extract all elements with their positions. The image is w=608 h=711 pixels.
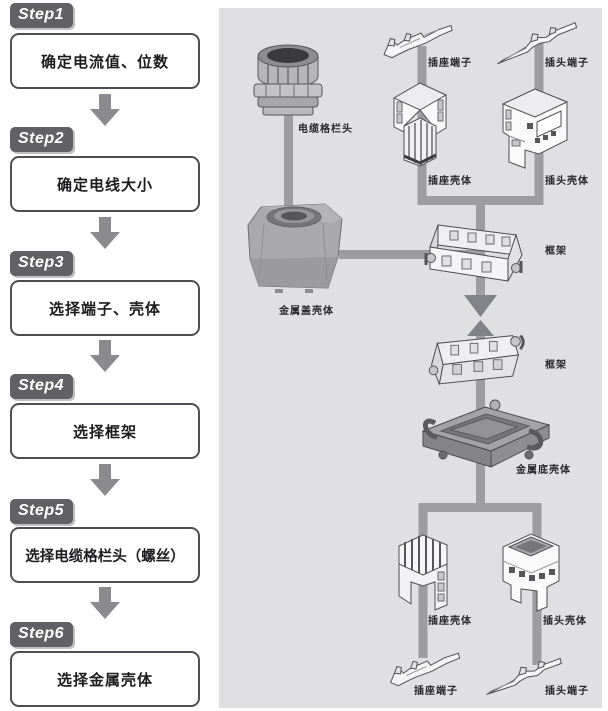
cover-housing-label: 金属盖壳体 bbox=[279, 306, 334, 317]
step3-badge: Step3 bbox=[10, 251, 74, 276]
down-arrow-icon bbox=[90, 587, 120, 619]
step5-box: 选择电缆格栏头（螺丝） bbox=[10, 527, 200, 583]
converge-down-arrow-icon bbox=[464, 295, 497, 317]
plug-insert-top-icon bbox=[501, 88, 569, 169]
step2-box: 确定电线大小 bbox=[10, 156, 200, 212]
step1-badge: Step1 bbox=[10, 3, 74, 28]
plug-terminal-top-icon bbox=[497, 22, 578, 65]
frame-top-icon bbox=[424, 224, 523, 282]
step1-label: 确定电流值、位数 bbox=[40, 53, 169, 71]
frame-bottom-label: 框架 bbox=[545, 360, 567, 371]
step3-label: 选择端子、壳体 bbox=[48, 300, 161, 318]
step5-badge: Step5 bbox=[10, 499, 74, 524]
cable-gland-icon bbox=[253, 44, 323, 116]
socket-terminal-bottom-label: 插座端子 bbox=[414, 686, 458, 697]
step4-box: 选择框架 bbox=[10, 403, 200, 459]
plug-insert-bottom-label: 插头壳体 bbox=[543, 616, 587, 627]
plug-terminal-top-label: 插头端子 bbox=[545, 58, 589, 69]
step4-label: 选择框架 bbox=[72, 423, 137, 441]
step4-badge: Step4 bbox=[10, 374, 74, 399]
down-arrow-icon bbox=[90, 464, 120, 496]
down-arrow-icon bbox=[90, 217, 120, 249]
step6-badge: Step6 bbox=[10, 622, 74, 647]
socket-insert-bottom-icon bbox=[398, 534, 448, 611]
cover-housing-icon bbox=[247, 203, 343, 293]
step1-box: 确定电流值、位数 bbox=[10, 33, 200, 89]
socket-insert-top-label: 插座壳体 bbox=[428, 176, 472, 187]
down-arrow-icon bbox=[90, 340, 120, 372]
socket-insert-top-icon bbox=[392, 82, 448, 167]
assembly-diagram-panel: 电缆格栏头 插座端子 插头端子 插座壳体 插头壳体 框架 金属盖壳体 框架 金属… bbox=[219, 8, 602, 708]
step6-label: 选择金属壳体 bbox=[56, 671, 153, 689]
step2-badge: Step2 bbox=[10, 127, 74, 152]
base-housing-icon bbox=[421, 399, 551, 468]
socket-terminal-top-icon bbox=[383, 24, 453, 59]
converge-up-arrow-icon bbox=[467, 320, 494, 336]
socket-insert-bottom-label: 插座壳体 bbox=[428, 616, 472, 627]
step3-box: 选择端子、壳体 bbox=[10, 280, 200, 336]
socket-terminal-top-label: 插座端子 bbox=[428, 58, 472, 69]
step6-box: 选择金属壳体 bbox=[10, 651, 200, 707]
cable-gland-label: 电缆格栏头 bbox=[298, 124, 353, 135]
frame-bottom-icon bbox=[428, 334, 525, 386]
down-arrow-icon bbox=[90, 94, 120, 126]
plug-terminal-bottom-icon bbox=[486, 657, 562, 695]
step2-label: 确定电线大小 bbox=[56, 176, 153, 194]
step5-label: 选择电缆格栏头（螺丝） bbox=[25, 548, 185, 565]
plug-insert-top-label: 插头壳体 bbox=[545, 176, 589, 187]
plug-insert-bottom-icon bbox=[502, 533, 560, 612]
socket-terminal-bottom-icon bbox=[389, 652, 461, 687]
frame-top-label: 框架 bbox=[545, 246, 567, 257]
plug-terminal-bottom-label: 插头端子 bbox=[545, 686, 589, 697]
base-housing-label: 金属底壳体 bbox=[516, 465, 571, 476]
